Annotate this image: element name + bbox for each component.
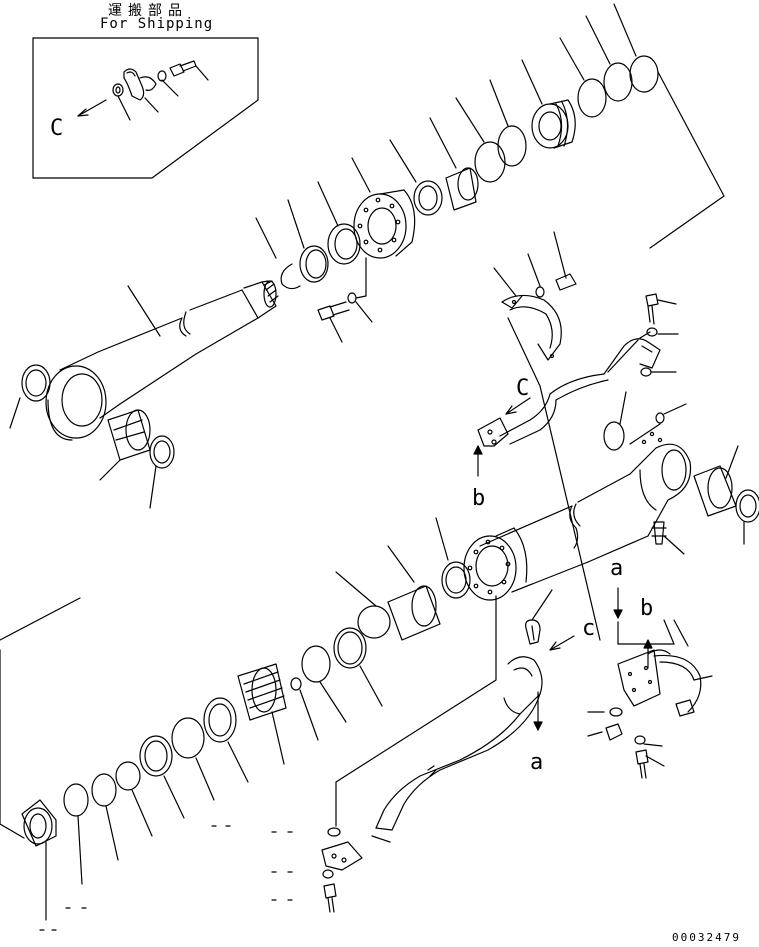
- callout-c-mid: C: [516, 376, 530, 401]
- callout-c-box: C: [50, 116, 64, 141]
- callout-a-top: a: [610, 556, 624, 581]
- arrow-c-mid: [506, 398, 530, 414]
- upper-leader-lines: [10, 4, 724, 508]
- label-dashes: [40, 826, 292, 930]
- arrow-c-lower: [550, 636, 574, 650]
- piston: [532, 100, 575, 148]
- lower-leader-lines: [0, 518, 448, 920]
- shipping-parts-label-jp: 運搬部品: [108, 3, 188, 19]
- hose-upper: [478, 332, 660, 446]
- bracket-clamp-lower: [588, 620, 712, 778]
- shipping-parts-label-en: For Shipping: [100, 16, 214, 32]
- piston-rings: [578, 56, 658, 117]
- cylinder-head: [354, 190, 415, 258]
- callout-b-right: b: [640, 596, 654, 621]
- arrow-a-lower: [534, 692, 542, 730]
- hose-clamp-upper: [494, 232, 600, 640]
- lower-piston-parts: [22, 562, 470, 846]
- bottom-bushing-seal: [694, 446, 759, 544]
- arrow-a-top: [614, 588, 674, 644]
- bottom-eye: [630, 424, 691, 536]
- shipping-parts: [78, 61, 208, 120]
- rod-eye-bushing: [108, 410, 150, 460]
- rod-bushing: [22, 365, 50, 401]
- hose-lower: [322, 596, 542, 912]
- grease-fitting: [652, 404, 686, 554]
- upper-seal-stack: [281, 224, 360, 289]
- hose-upper-bolts: [641, 294, 678, 376]
- document-number: 00032479: [672, 931, 741, 944]
- tube-seal-ring: [604, 392, 626, 450]
- callout-a-lower: a: [530, 750, 544, 775]
- cylinder-tube: [464, 474, 648, 600]
- rod-eye: [46, 352, 120, 440]
- piston-rod: [98, 281, 278, 404]
- upper-rings: [414, 126, 526, 215]
- arrow-b-mid: [474, 446, 482, 476]
- callout-c-lower: c: [582, 616, 596, 641]
- hose-clip-lower: [526, 590, 552, 644]
- shipping-inset-box: [33, 38, 258, 178]
- head-bolt-washer: [318, 258, 372, 342]
- rod-eye-seal: [150, 436, 174, 468]
- callout-b-mid: b: [472, 486, 486, 511]
